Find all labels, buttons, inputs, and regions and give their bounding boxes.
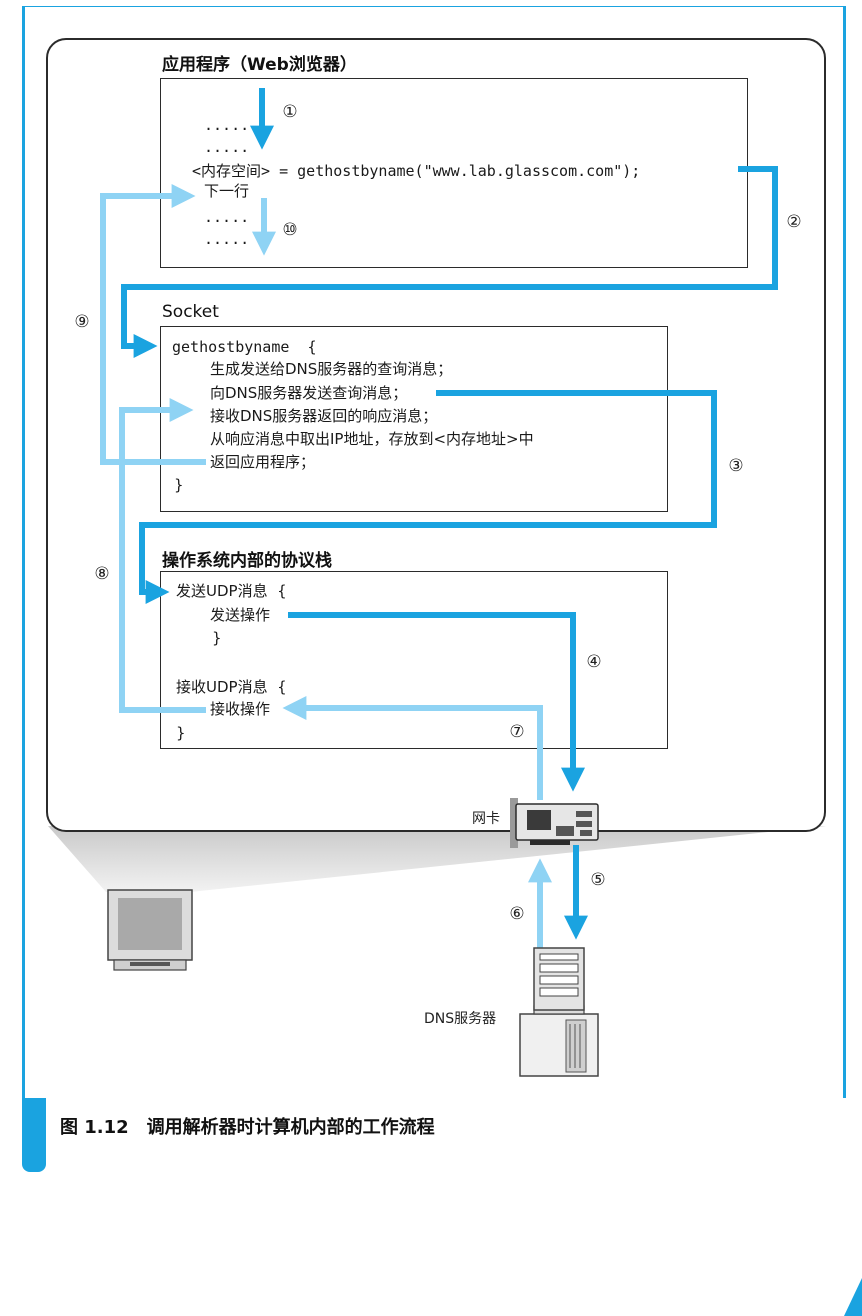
step-1-label: ①	[282, 102, 298, 122]
app-line-next: 下一行	[204, 182, 250, 200]
caption-accent-bar	[22, 1098, 46, 1172]
arrow-step-2	[121, 166, 778, 358]
socket-line-5: 从响应消息中取出IP地址，存放到<内存地址>中	[210, 430, 534, 448]
os-box-title: 操作系统内部的协议栈	[162, 551, 332, 571]
figure-frame	[22, 6, 846, 1098]
os-line-5: 接收操作	[210, 700, 271, 718]
step-2-label: ②	[786, 212, 802, 232]
app-line-5: .....	[204, 208, 250, 226]
os-line-2: 发送操作	[210, 606, 271, 624]
os-line-3: }	[212, 629, 222, 647]
os-line-1: 发送UDP消息 {	[176, 582, 287, 600]
step-6-label: ⑥	[509, 904, 525, 924]
socket-box	[160, 326, 668, 512]
app-line-2: .....	[204, 138, 250, 156]
arrow-step-3	[139, 390, 717, 604]
step-10-label: ⑩	[282, 220, 298, 240]
socket-line-1: gethostbyname {	[172, 338, 317, 356]
arrow-step-8	[119, 398, 206, 713]
page-corner-mark	[844, 1278, 862, 1316]
step-9-label: ⑨	[74, 312, 90, 332]
os-box	[160, 571, 668, 749]
os-line-4: 接收UDP消息 {	[176, 678, 287, 696]
socket-line-4: 接收DNS服务器返回的响应消息；	[210, 407, 438, 425]
step-5-label: ⑤	[590, 870, 606, 890]
step-7-label: ⑦	[509, 722, 525, 742]
socket-line-3: 向DNS服务器发送查询消息；	[210, 384, 408, 402]
app-line-6: .....	[204, 230, 250, 248]
app-line-call: <内存空间> = gethostbyname("www.lab.glasscom…	[192, 162, 641, 180]
arrow-step-4	[288, 612, 585, 792]
app-box-title: 应用程序（Web浏览器）	[162, 55, 357, 75]
socket-line-7: }	[174, 476, 184, 494]
dns-server-label: DNS服务器	[424, 1011, 497, 1027]
nic-label: 网卡	[472, 811, 500, 827]
app-line-1: .....	[204, 116, 250, 134]
step-4-label: ④	[586, 652, 602, 672]
socket-line-6: 返回应用程序；	[210, 453, 316, 471]
socket-box-title: Socket	[162, 302, 219, 322]
socket-line-2: 生成发送给DNS服务器的查询消息；	[210, 360, 453, 378]
os-line-6: }	[176, 724, 186, 742]
figure-caption: 图 1.12 调用解析器时计算机内部的工作流程	[60, 1117, 435, 1138]
step-8-label: ⑧	[94, 564, 110, 584]
arrow-step-9	[100, 184, 206, 465]
step-3-label: ③	[728, 456, 744, 476]
arrow-step-7	[282, 696, 543, 800]
